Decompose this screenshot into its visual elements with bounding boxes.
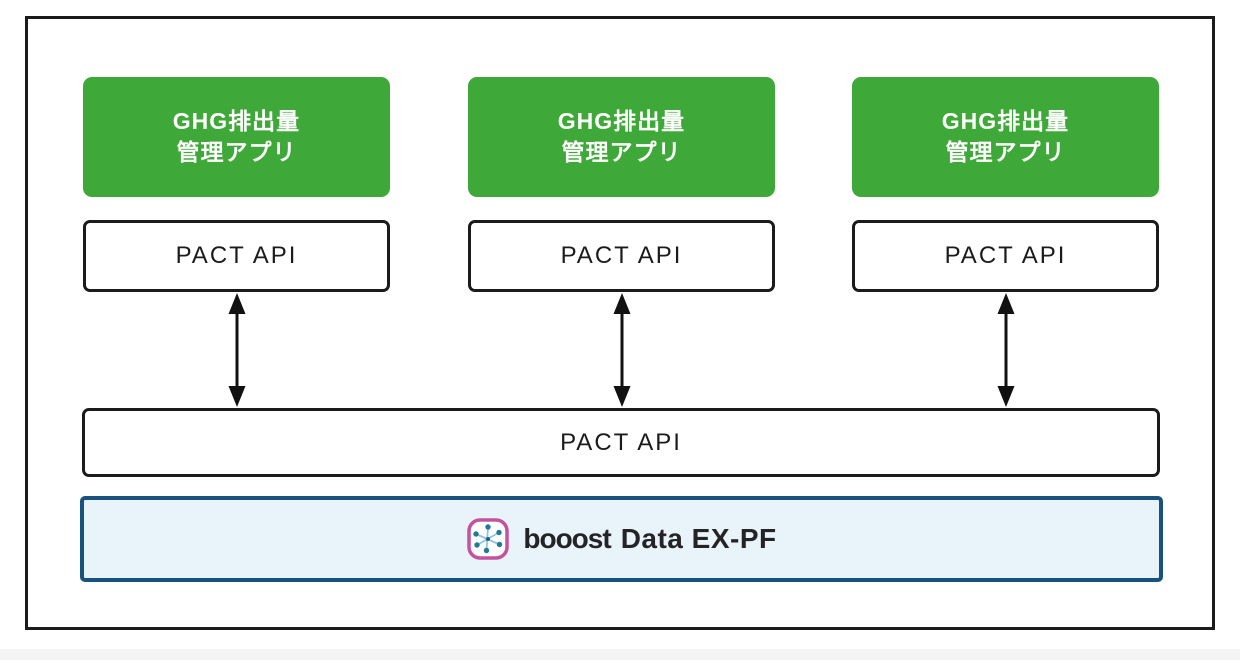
bidirectional-arrow-icon [228, 293, 245, 407]
ghg-app-title-line1: GHG排出量 [172, 108, 301, 134]
ghg-app-title-line2: 管理アプリ [945, 139, 1066, 165]
pact-api-label: PACT API [560, 242, 683, 269]
app-column-1: GHG排出量 管理アプリ PACT API [83, 77, 390, 408]
bottom-edge-strip [0, 649, 1240, 660]
booost-logo-icon [467, 518, 510, 560]
platform-name: booost Data EX-PF [523, 523, 776, 555]
bidirectional-arrow-icon [613, 293, 630, 407]
booost-platform-box: booost Data EX-PF [80, 496, 1163, 582]
bidirectional-arrow-icon [997, 293, 1014, 407]
pact-api-label: PACT API [175, 242, 298, 269]
architecture-diagram-frame: GHG排出量 管理アプリ PACT API GHG排出量 管理アプリ PACT … [25, 16, 1215, 630]
pact-api-box-1: PACT API [83, 220, 390, 292]
pact-api-label: PACT API [944, 242, 1067, 269]
pact-api-box-2: PACT API [468, 220, 775, 292]
app-column-3: GHG排出量 管理アプリ PACT API [852, 77, 1159, 408]
ghg-app-box-3: GHG排出量 管理アプリ [852, 77, 1159, 197]
ghg-app-box-1: GHG排出量 管理アプリ [83, 77, 390, 197]
ghg-app-title-line2: 管理アプリ [561, 139, 682, 165]
pact-api-box-3: PACT API [852, 220, 1159, 292]
ghg-app-box-2: GHG排出量 管理アプリ [468, 77, 775, 197]
platform-pact-api-label: PACT API [560, 428, 682, 456]
ghg-app-title-line1: GHG排出量 [941, 108, 1070, 134]
ghg-app-title-line2: 管理アプリ [176, 139, 297, 165]
platform-pact-api-box: PACT API [82, 408, 1160, 477]
platform-name-suffix: Data EX-PF [620, 523, 777, 554]
ghg-app-title-line1: GHG排出量 [557, 108, 686, 134]
booost-wordmark: booost [523, 523, 611, 554]
app-column-2: GHG排出量 管理アプリ PACT API [468, 77, 775, 408]
